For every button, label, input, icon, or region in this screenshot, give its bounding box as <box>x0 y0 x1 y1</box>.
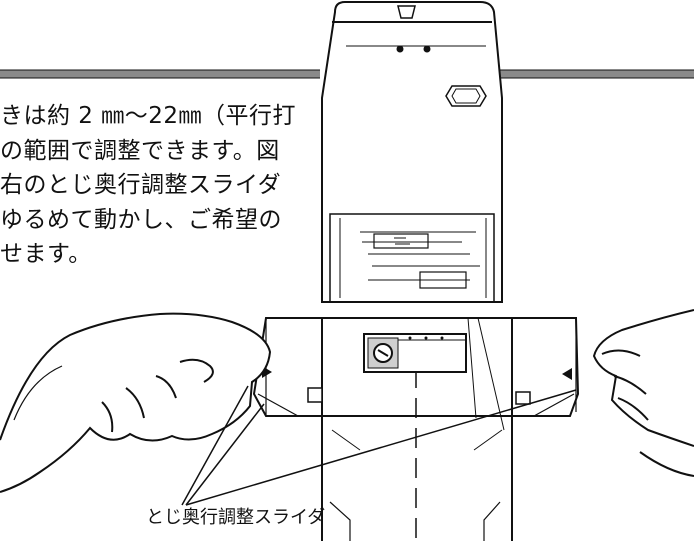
pointer-lines <box>181 385 577 506</box>
instruction-line: の範囲で調整できます。図 <box>0 137 280 164</box>
machine-body <box>321 1 503 303</box>
instruction-line: せます。 <box>0 241 92 267</box>
slider-caption: とじ奥行調整スライダ <box>146 507 326 528</box>
instruction-text: きは約 2 ㎜〜22㎜（平行打 の範囲で調整できます。図 右のとじ奥行調整スライ… <box>0 99 300 272</box>
dial-icon <box>363 333 467 373</box>
left-hand <box>0 312 272 493</box>
right-hand <box>592 309 694 477</box>
top-band <box>0 69 694 79</box>
instruction-line: 右のとじ奥行調整スライダ <box>0 172 282 198</box>
instruction-line: ゆるめて動かし、ご希望の <box>0 206 282 233</box>
instruction-line: きは約 2 ㎜〜22㎜（平行打 <box>0 103 297 129</box>
